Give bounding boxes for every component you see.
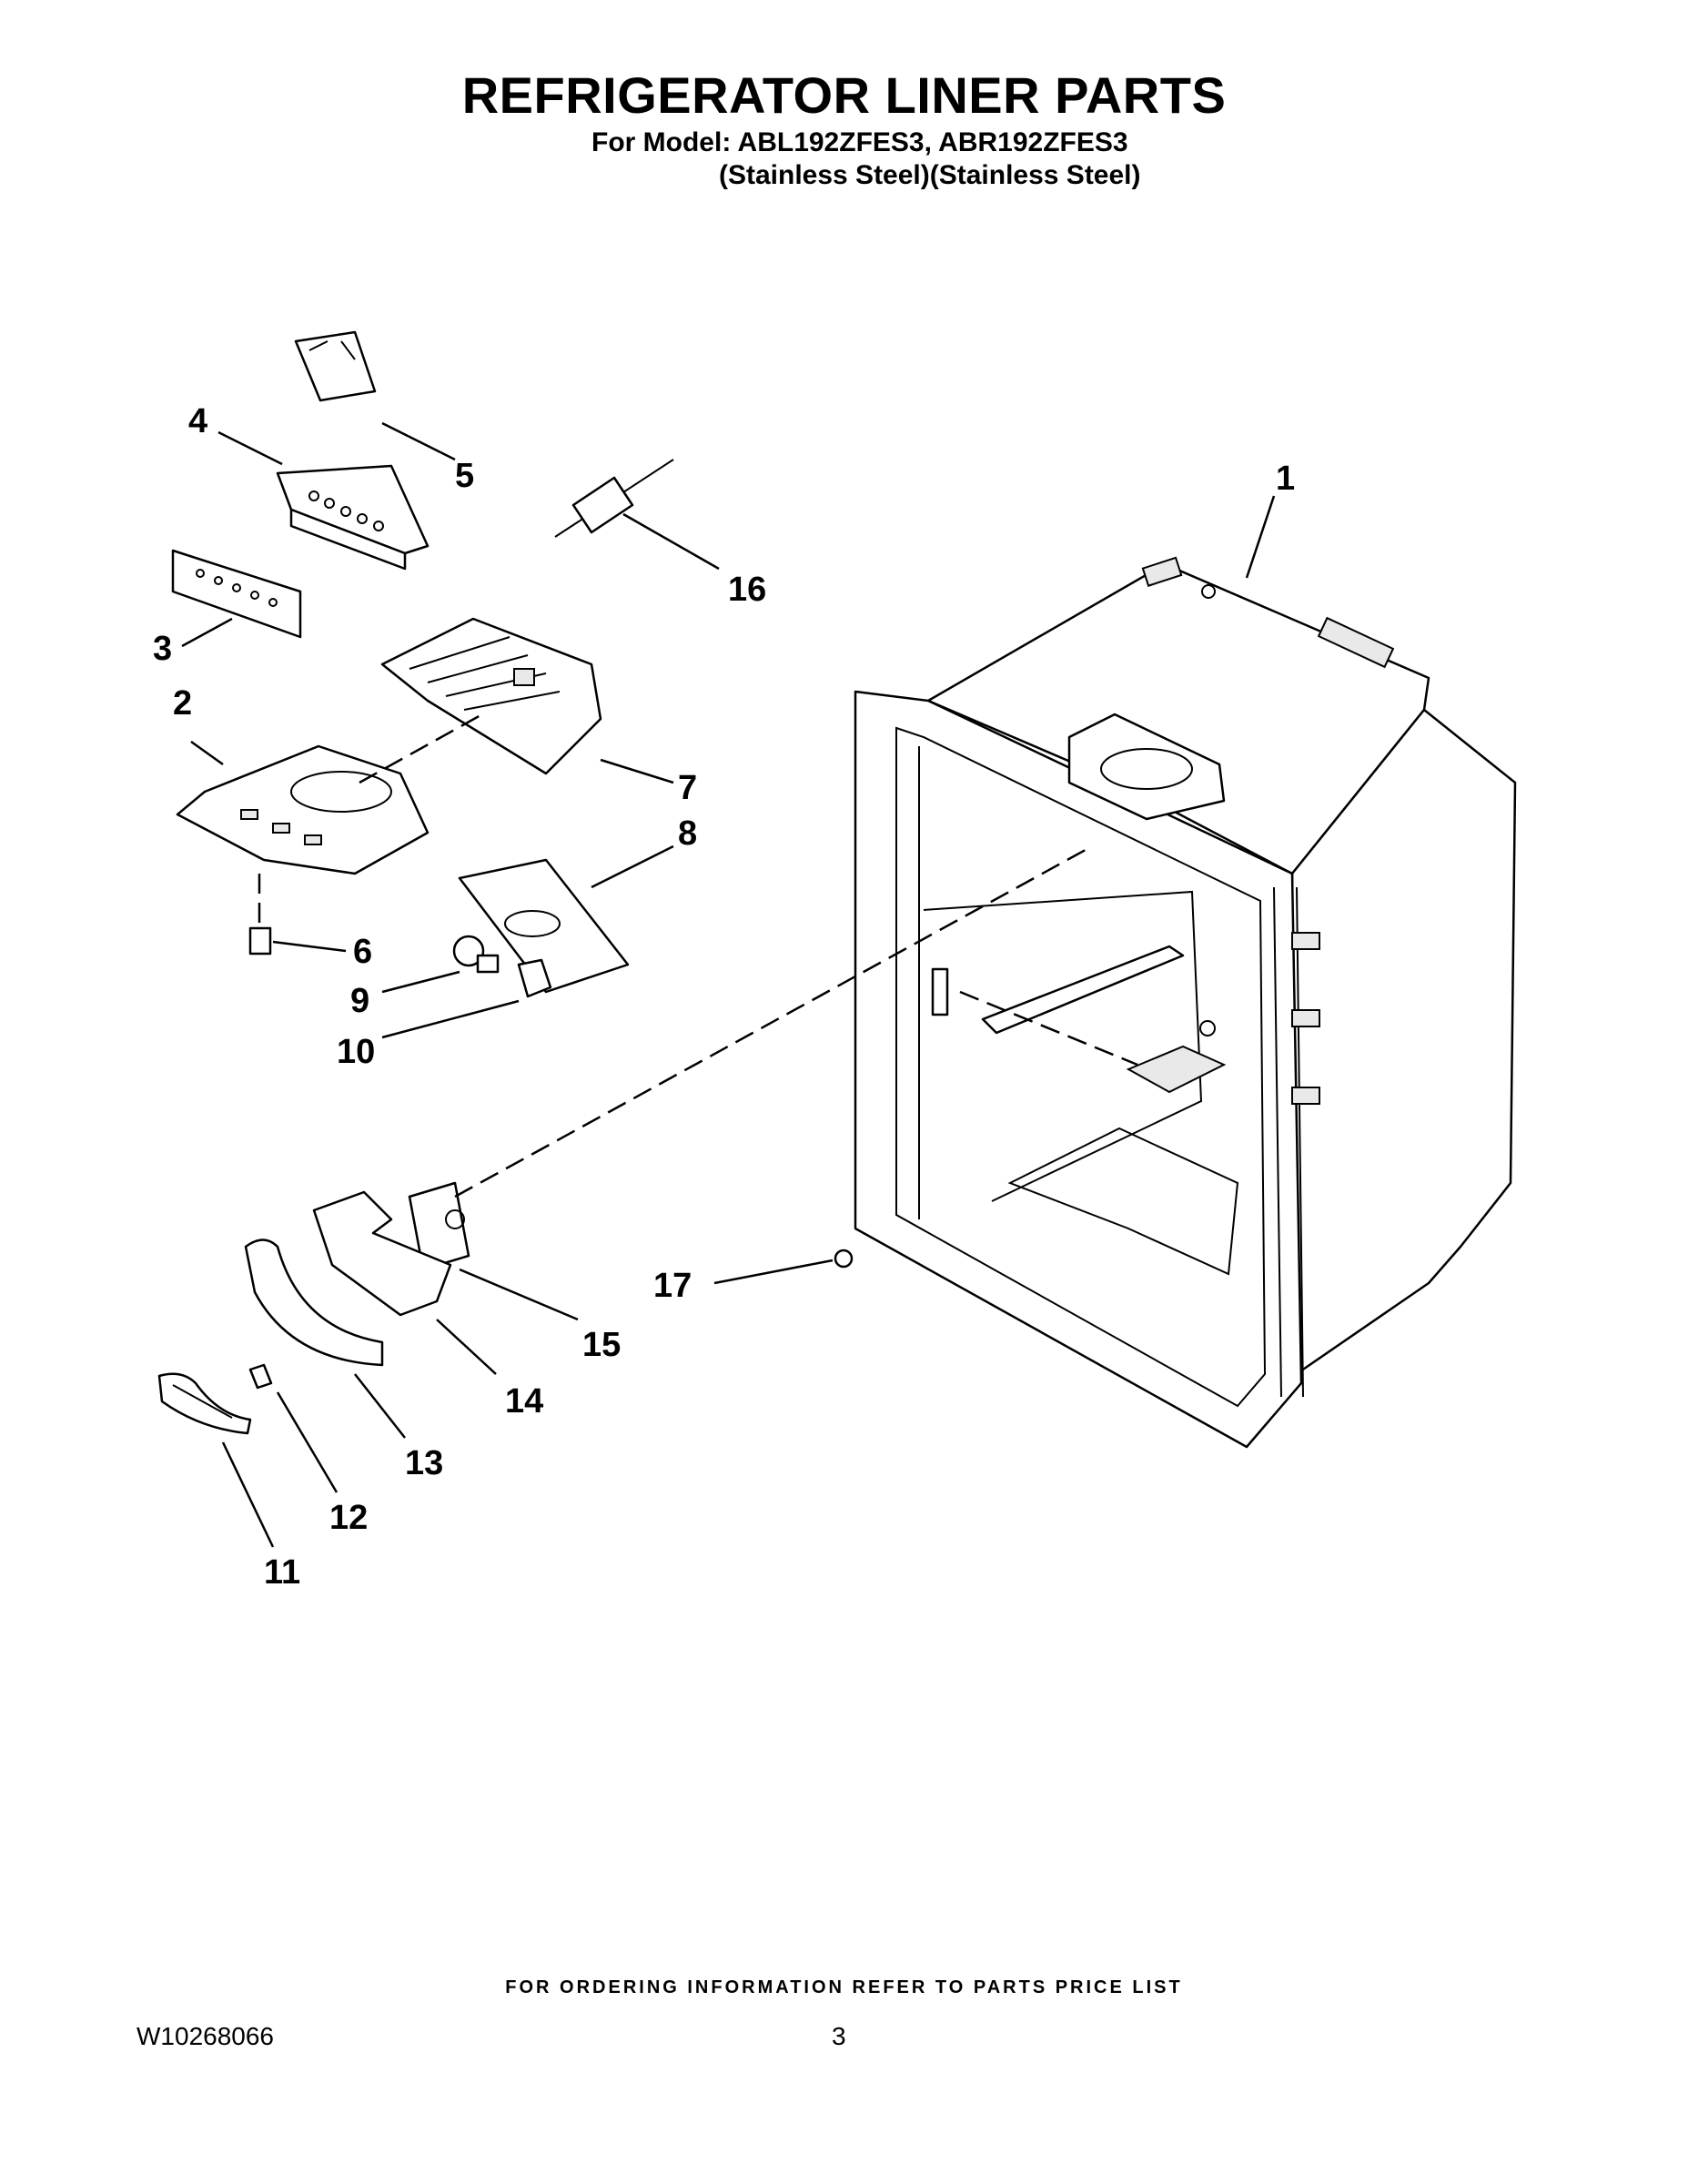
callout-15: 15 bbox=[582, 1326, 621, 1364]
part-3-label bbox=[171, 549, 302, 639]
callout-4: 4 bbox=[188, 402, 207, 440]
part-9-bulb bbox=[452, 935, 500, 974]
callout-6: 6 bbox=[353, 933, 372, 971]
callout-10: 10 bbox=[337, 1033, 375, 1071]
part-14-bracket bbox=[312, 1190, 452, 1317]
part-13-handle bbox=[244, 1239, 384, 1367]
document-number: W10268066 bbox=[136, 2022, 275, 2050]
part-10-socket bbox=[517, 958, 552, 998]
part-15-valve bbox=[408, 1181, 470, 1271]
callout-labels: 1 2 3 4 5 6 7 8 9 10 11 12 13 14 15 16 1… bbox=[153, 402, 1295, 1592]
part-2-housing bbox=[176, 744, 430, 875]
part-4-housing bbox=[276, 464, 430, 571]
callout-12: 12 bbox=[329, 1499, 368, 1537]
callout-13: 13 bbox=[405, 1444, 443, 1482]
callout-8: 8 bbox=[678, 814, 697, 853]
model-line: For Model: ABL192ZFES3, ABR192ZFES3 bbox=[591, 127, 1128, 157]
part-16-sensor bbox=[554, 459, 674, 538]
page-number: 3 bbox=[832, 2022, 846, 2050]
callout-14: 14 bbox=[505, 1382, 543, 1421]
ordering-note: FOR ORDERING INFORMATION REFER TO PARTS … bbox=[505, 1977, 1183, 1997]
callout-7: 7 bbox=[678, 769, 697, 807]
liner-assembly bbox=[854, 556, 1517, 1449]
part-11-trim bbox=[157, 1372, 252, 1435]
callout-9: 9 bbox=[350, 982, 369, 1020]
part-7-cover bbox=[380, 617, 602, 775]
page-title: REFRIGERATOR LINER PARTS bbox=[461, 66, 1227, 124]
alignment-lines bbox=[258, 713, 1138, 1198]
callout-1: 1 bbox=[1276, 460, 1295, 498]
part-12-screw bbox=[248, 1363, 273, 1390]
part-5-clip bbox=[294, 330, 377, 402]
leader-lines bbox=[181, 421, 1276, 1548]
callout-5: 5 bbox=[455, 457, 474, 495]
callout-16: 16 bbox=[728, 571, 766, 609]
finish-line: (Stainless Steel)(Stainless Steel) bbox=[719, 160, 1141, 190]
callout-11: 11 bbox=[264, 1553, 300, 1592]
callout-2: 2 bbox=[173, 684, 192, 723]
part-8-lens bbox=[458, 858, 630, 994]
callout-17: 17 bbox=[653, 1267, 692, 1305]
part-17-screw bbox=[834, 1249, 854, 1269]
part-6-switch bbox=[248, 926, 272, 956]
callout-3: 3 bbox=[153, 630, 172, 668]
